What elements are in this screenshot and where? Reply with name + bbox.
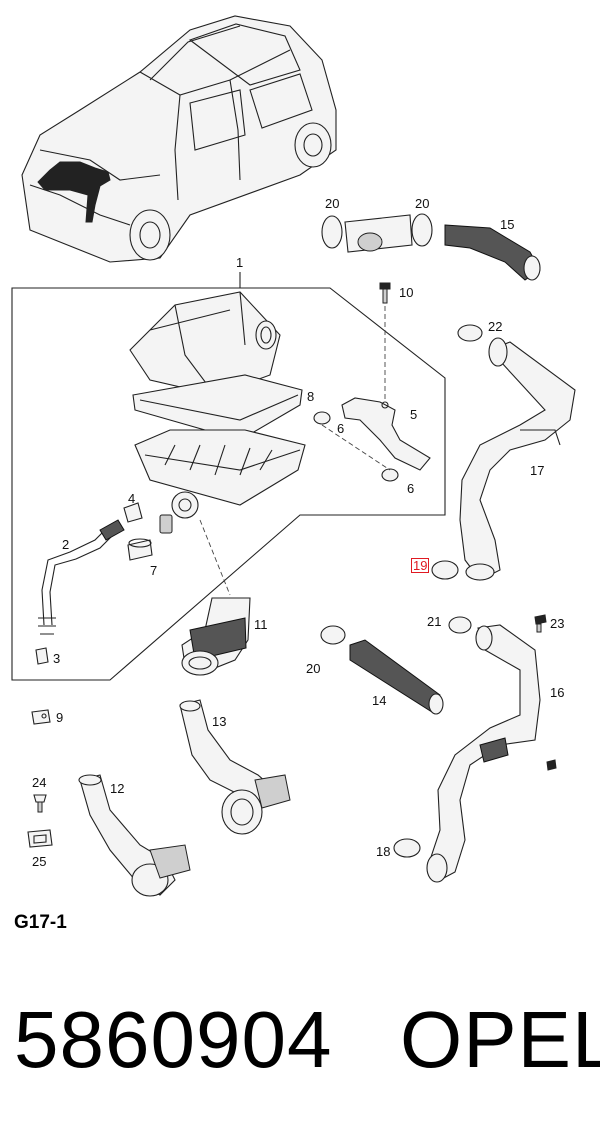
callout-16: 16 [550, 685, 565, 700]
intake-hose-14 [349, 639, 441, 713]
callout-15: 15 [500, 217, 515, 232]
callout-23: 23 [550, 616, 565, 631]
callout-14: 14 [372, 693, 387, 708]
callout-6-lower: 6 [407, 481, 415, 496]
vehicle-illustration [21, 15, 337, 263]
callout-8: 8 [307, 389, 315, 404]
callout-10: 10 [399, 285, 414, 300]
callout-17: 17 [530, 463, 545, 478]
part-number: 5860904 [14, 995, 333, 1084]
parts-diagram-drawing [11, 15, 576, 897]
callout-22: 22 [488, 319, 503, 334]
intake-hose-15 [444, 224, 541, 281]
callout-5: 5 [410, 407, 418, 422]
callout-3: 3 [53, 651, 61, 666]
callout-12: 12 [110, 781, 125, 796]
charge-air-pipe-16 [426, 624, 557, 883]
callout-20-top-right: 20 [415, 196, 430, 211]
intake-pipe-13 [179, 699, 291, 835]
maf-sensor-assembly [321, 213, 433, 253]
brand-name: OPEL [400, 995, 600, 1084]
callout-2: 2 [62, 537, 70, 552]
callout-20-top-left: 20 [325, 196, 340, 211]
callout-25: 25 [32, 854, 47, 869]
hose-clamp-19 [431, 560, 459, 580]
mounting-bracket [313, 290, 431, 482]
charge-air-pipe-17 [459, 337, 576, 581]
callout-4: 4 [128, 491, 136, 506]
callout-7: 7 [150, 563, 158, 578]
callout-9: 9 [56, 710, 64, 725]
intake-duct-11 [181, 519, 251, 676]
callout-19-highlighted: 19 [411, 558, 430, 573]
callout-24: 24 [32, 775, 47, 790]
bolt [379, 282, 391, 304]
callout-1: 1 [236, 255, 244, 270]
air-filter-housing [129, 291, 306, 534]
callout-21: 21 [427, 614, 442, 629]
figure-code: G17-1 [14, 912, 67, 933]
callout-13: 13 [212, 714, 227, 729]
intake-pipe-12 [78, 774, 191, 897]
callout-20-lower: 20 [306, 661, 321, 676]
callout-18: 18 [376, 844, 391, 859]
callout-11: 11 [254, 617, 268, 632]
callout-6-upper: 6 [337, 421, 345, 436]
assembly-boundary [11, 287, 446, 681]
parts-diagram: 1 2 3 4 5 6 6 7 8 9 10 11 12 13 14 15 16… [11, 15, 576, 897]
breather-hose [41, 524, 116, 626]
